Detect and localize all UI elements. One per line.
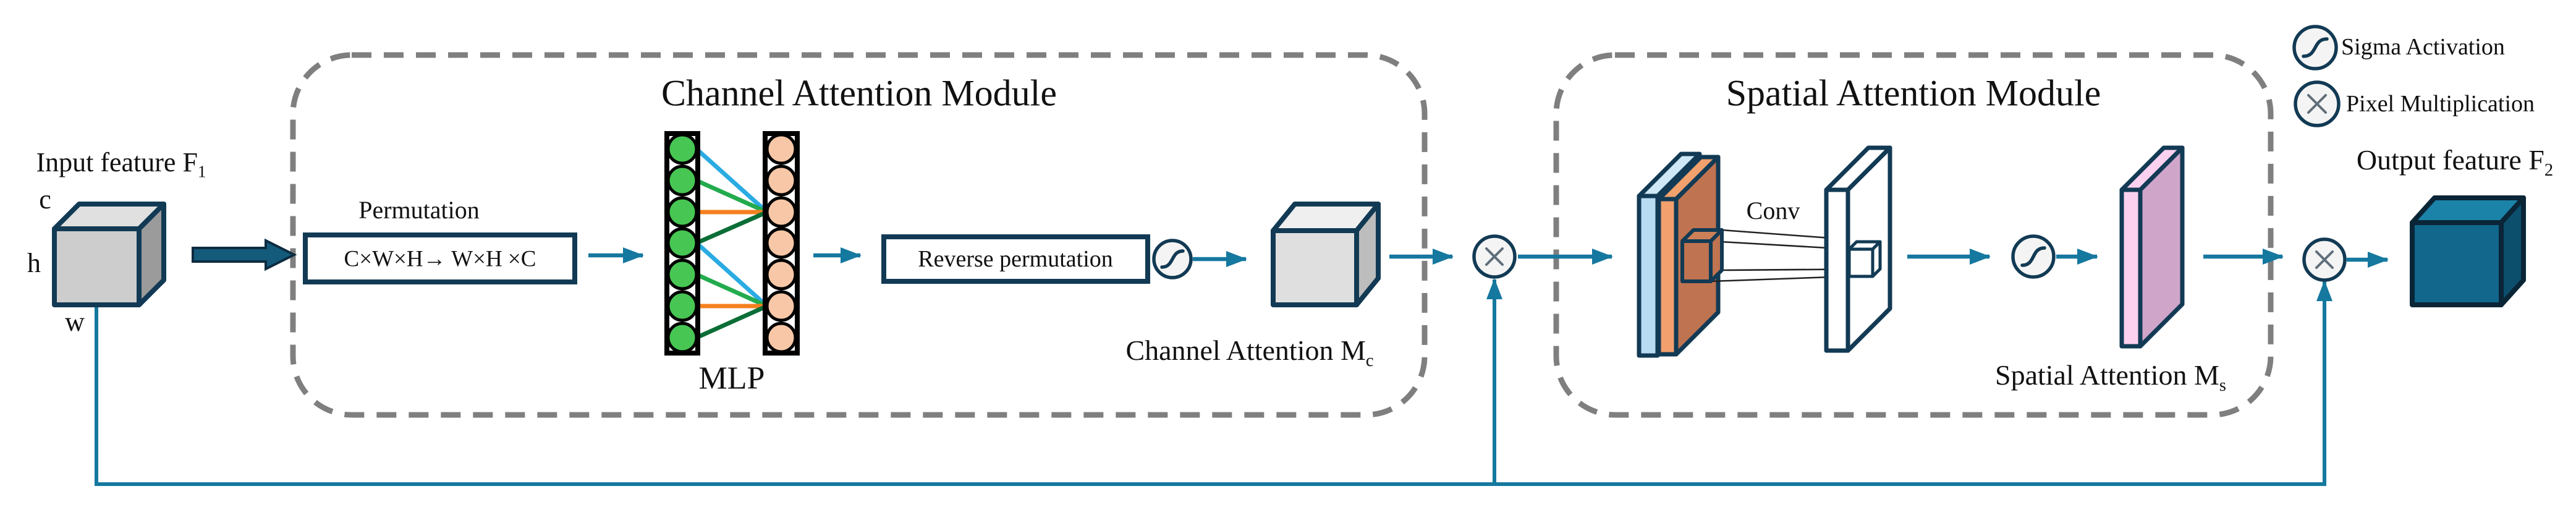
input-block-arrow xyxy=(192,238,297,271)
legend-pixel-multiplication-icon xyxy=(2294,80,2341,127)
skip-connection-line xyxy=(95,278,2332,486)
pixel-multiplication-icon xyxy=(2302,237,2347,282)
conv-label: Conv xyxy=(1746,197,1800,224)
pixel-multiplication-icon xyxy=(1472,234,1517,279)
reverse-permutation-box xyxy=(881,234,1150,284)
sigma-activation-icon xyxy=(1152,239,1193,279)
dim-label-w: w xyxy=(65,306,85,337)
channel-attention-map-label-sub: c xyxy=(1365,351,1374,371)
input-feature-label-text: Input feature F xyxy=(36,147,198,177)
channel-attention-module-box xyxy=(290,52,1428,418)
output-feature-label-sub: 2 xyxy=(2544,161,2554,181)
permutation-box xyxy=(303,232,577,284)
mlp-connections xyxy=(694,147,769,340)
mlp-input-layer xyxy=(664,131,700,356)
reverse-permutation-label: Reverse permutation xyxy=(918,246,1113,273)
legend-sigma-activation-icon xyxy=(2292,25,2338,70)
conv-target-box xyxy=(1847,240,1882,278)
channel-module-title: Channel Attention Module xyxy=(661,72,1057,114)
permutation-label: Permutation xyxy=(358,196,480,224)
channel-attention-map-label-text: Channel Attention M xyxy=(1125,334,1366,366)
spatial-module-title: Spatial Attention Module xyxy=(1726,72,2101,114)
input-feature-label: Input feature F1 xyxy=(36,147,206,180)
conv-kernel-box xyxy=(1680,228,1724,283)
channel-attention-map-label: Channel Attention Mc xyxy=(1125,334,1373,370)
permutation-formula: C×W×H→ W×H ×C xyxy=(344,246,536,272)
mlp-network xyxy=(664,131,800,356)
spatial-attention-map-label-sub: s xyxy=(2219,376,2226,396)
spatial-attention-map-label-text: Spatial Attention M xyxy=(1995,359,2219,391)
spatial-attention-plate xyxy=(2119,145,2185,349)
output-feature-label: Output feature F2 xyxy=(2356,143,2553,179)
input-feature-cube xyxy=(52,202,166,307)
legend-sigma-activation-label: Sigma Activation xyxy=(2341,34,2505,61)
legend-pixel-multiplication-label: Pixel Multiplication xyxy=(2346,91,2535,117)
sigma-activation-icon xyxy=(2011,234,2056,279)
spatial-attention-module-box xyxy=(1553,52,2274,418)
output-feature-label-text: Output feature F xyxy=(2356,143,2544,176)
flow-arrows xyxy=(588,247,2389,268)
mlp-label: MLP xyxy=(698,360,765,396)
channel-attention-cube xyxy=(1271,202,1381,307)
input-feature-label-sub: 1 xyxy=(197,162,206,181)
spatial-attention-map-label: Spatial Attention Ms xyxy=(1995,359,2226,394)
mlp-output-layer xyxy=(763,131,800,356)
output-feature-cube xyxy=(2410,195,2526,307)
dim-label-h: h xyxy=(27,247,41,278)
dim-label-c: c xyxy=(39,184,51,215)
